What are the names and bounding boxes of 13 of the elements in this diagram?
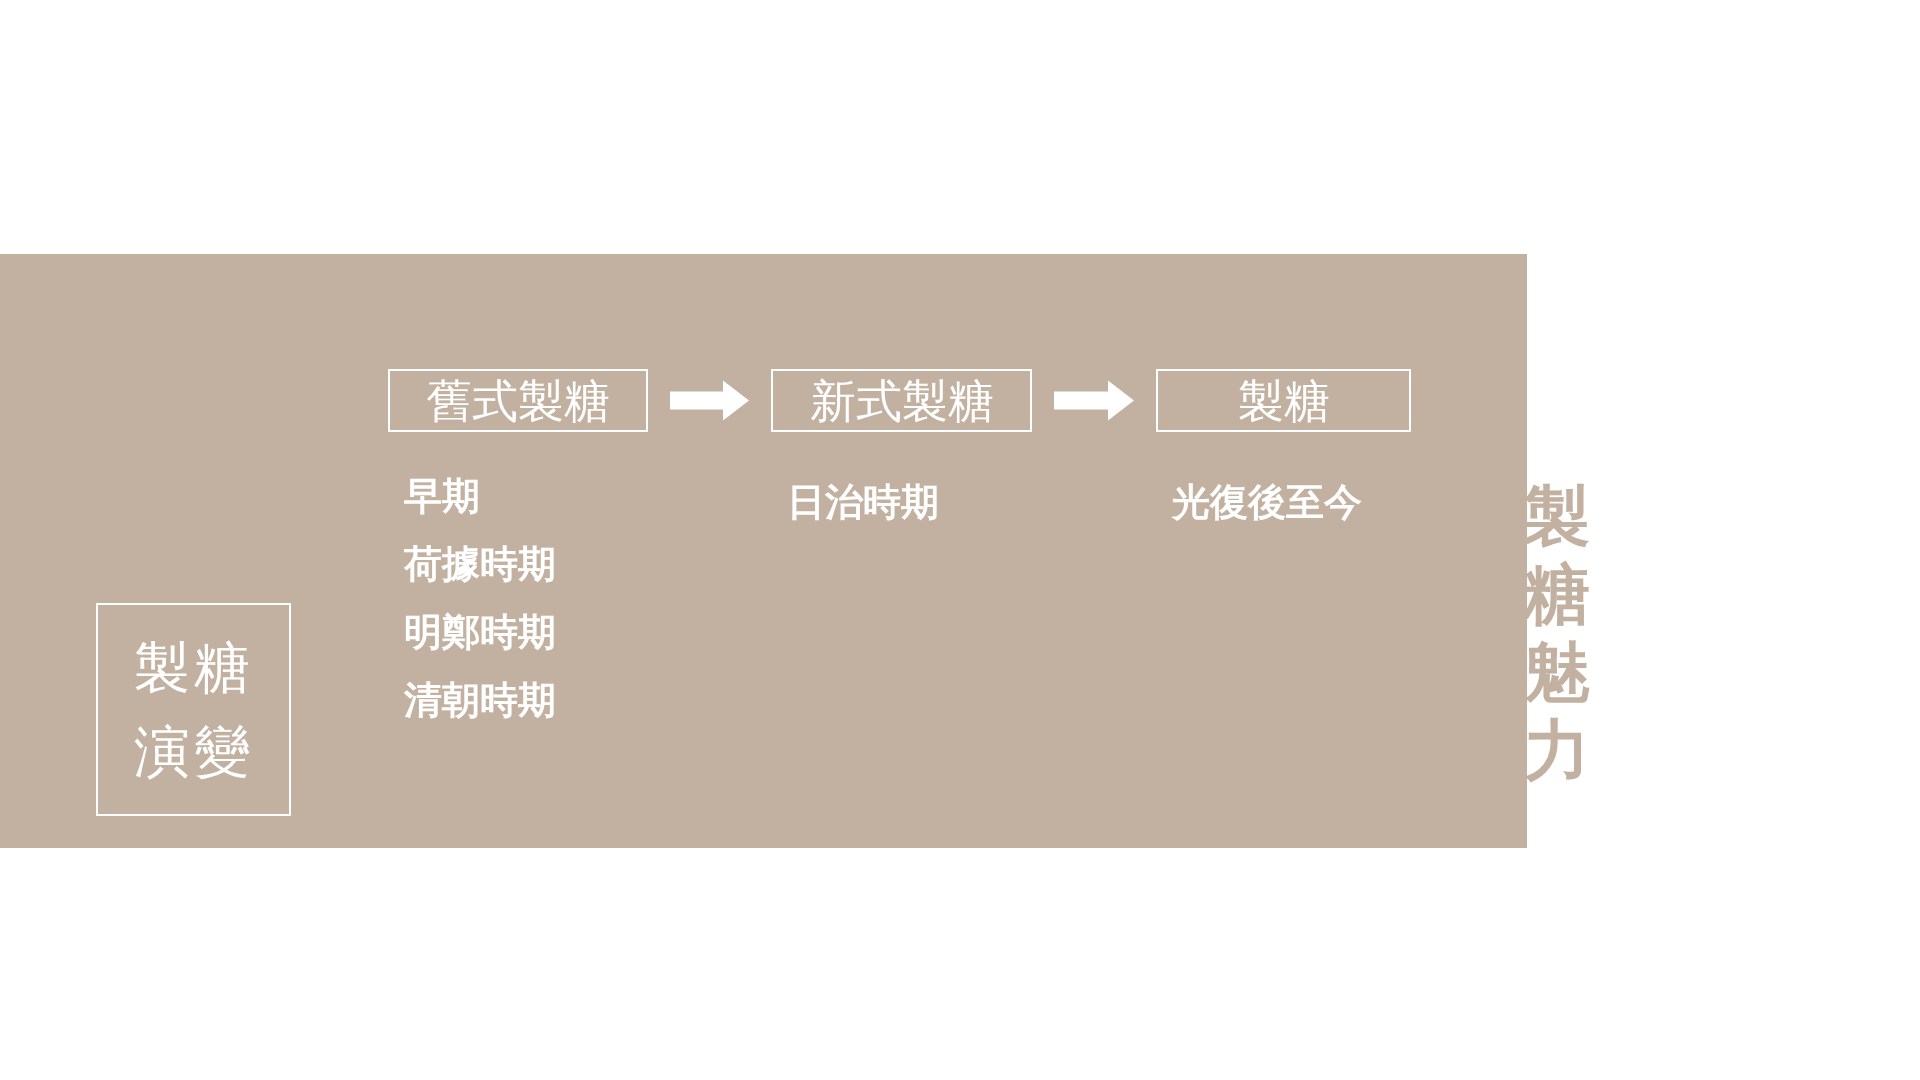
period-text: 日治時期 bbox=[787, 479, 939, 526]
title-box: 製糖演變 bbox=[96, 603, 291, 816]
arrow bbox=[1054, 380, 1134, 421]
stage-box: 新式製糖 bbox=[771, 369, 1032, 432]
stage-box: 製糖 bbox=[1156, 369, 1411, 432]
stage-box: 舊式製糖 bbox=[388, 369, 648, 432]
period-text: 早期 bbox=[404, 473, 480, 520]
period-text: 光復後至今 bbox=[1172, 479, 1362, 526]
period-text: 清朝時期 bbox=[404, 677, 556, 724]
period-text: 明鄭時期 bbox=[404, 609, 556, 656]
vertical-heading: 製糖魅力 bbox=[1523, 478, 1591, 790]
arrow bbox=[670, 380, 749, 421]
period-text: 荷據時期 bbox=[404, 541, 556, 588]
